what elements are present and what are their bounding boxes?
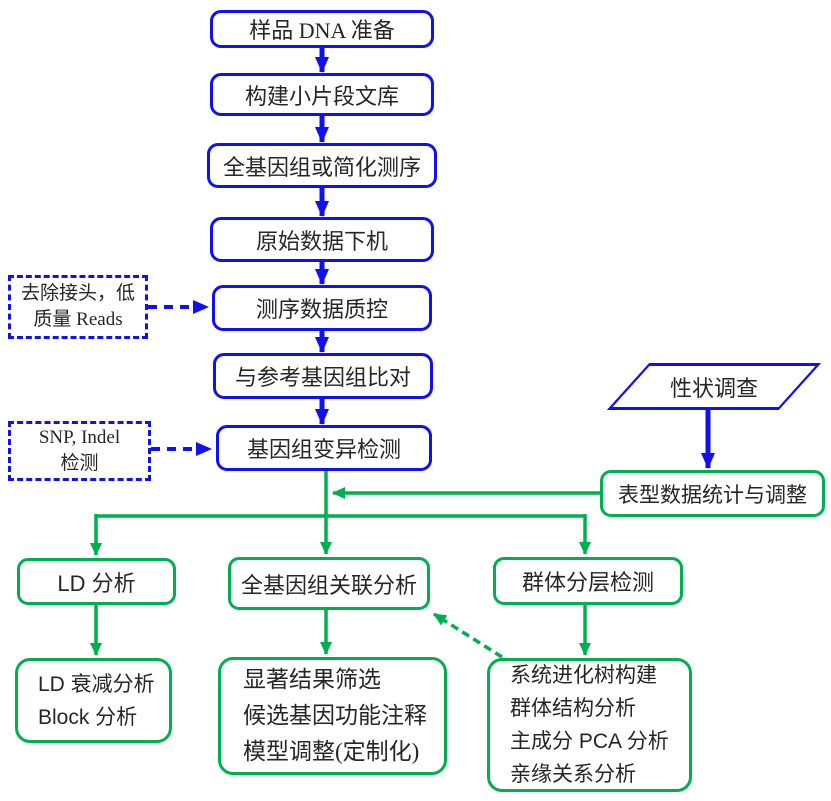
phenotype-label: 表型数据统计与调整 [618, 482, 807, 507]
step-library-build: 构建小片段文库 [210, 73, 434, 116]
step-label: 基因组变异检测 [246, 437, 401, 462]
step-label: 测序数据质控 [255, 297, 388, 322]
step-alignment: 与参考基因组比对 [213, 353, 433, 399]
step-label: 样品 DNA 准备 [249, 18, 395, 43]
note-line: 质量 Reads [33, 309, 123, 330]
trait-survey: 性状调查 [608, 363, 820, 410]
branch-label: LD 分析 [57, 570, 136, 596]
branch-label: 群体分层检测 [521, 570, 654, 595]
note-adapter-removal: 去除接头，低 质量 Reads [8, 275, 148, 339]
note-line: 检测 [60, 453, 99, 474]
branch-gwas: 全基因组关联分析 [228, 557, 430, 610]
step-label: 原始数据下机 [255, 228, 388, 254]
result-line: 群体结构分析 [510, 697, 636, 720]
result-pop-structure: 系统进化树构建 群体结构分析 主成分 PCA 分析 亲缘关系分析 [487, 658, 692, 792]
step-label: 与参考基因组比对 [234, 365, 411, 390]
result-gwas-followup: 显著结果筛选 候选基因功能注释 模型调整(定制化) [218, 657, 447, 775]
step-sequencing: 全基因组或简化测序 [207, 143, 437, 188]
branch-pop-strat: 群体分层检测 [493, 557, 683, 605]
step-label: 全基因组或简化测序 [222, 154, 421, 180]
branch-ld-analysis: LD 分析 [17, 558, 176, 605]
result-line: 模型调整(定制化) [243, 739, 420, 764]
step-qc: 测序数据质控 [212, 285, 432, 331]
result-line: 主成分 PCA 分析 [510, 730, 669, 753]
step-raw-data: 原始数据下机 [210, 217, 434, 262]
phenotype-stats: 表型数据统计与调整 [600, 470, 825, 517]
step-sample-dna: 样品 DNA 准备 [210, 10, 434, 48]
step-label: 构建小片段文库 [244, 83, 399, 109]
result-line: 系统进化树构建 [510, 664, 657, 687]
note-line: 去除接头，低 [20, 283, 135, 304]
result-line: 候选基因功能注释 [243, 703, 427, 728]
result-line: 亲缘关系分析 [510, 763, 636, 786]
step-variant-calling: 基因组变异检测 [216, 425, 432, 471]
branch-label: 全基因组关联分析 [240, 572, 417, 598]
result-line: Block 分析 [38, 705, 138, 729]
note-line: SNP, Indel [38, 427, 121, 448]
note-snp-indel: SNP, Indel 检测 [8, 421, 151, 481]
result-ld-decay: LD 衰减分析 Block 分析 [15, 658, 172, 743]
result-line: LD 衰减分析 [38, 672, 155, 696]
trait-survey-label: 性状调查 [669, 375, 758, 401]
result-line: 显著结果筛选 [243, 667, 381, 692]
arrow-popresults-to-gwas [433, 612, 503, 659]
